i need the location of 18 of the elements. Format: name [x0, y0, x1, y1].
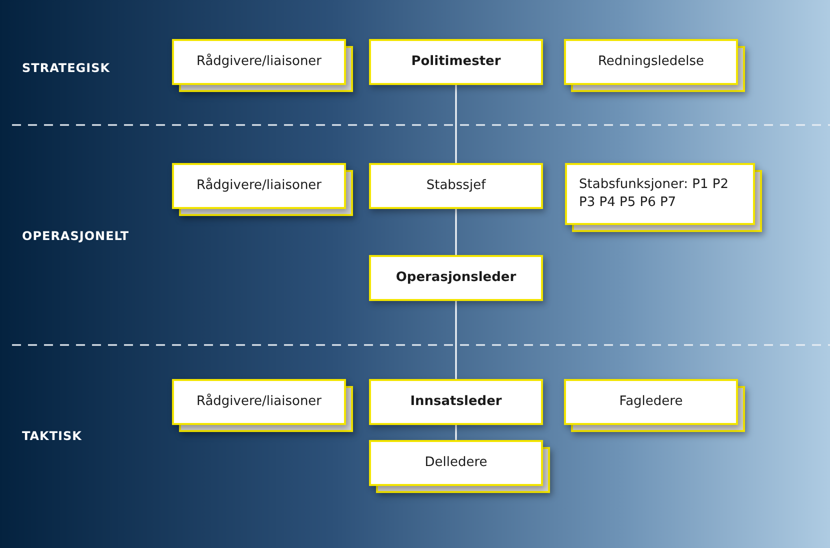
- role-box: Redningsledelse: [564, 39, 738, 85]
- role-box: Delledere: [369, 440, 543, 486]
- role-box: Politimester: [369, 39, 543, 85]
- role-box: Rådgivere/liaisoner: [172, 163, 346, 209]
- role-box: Operasjonsleder: [369, 255, 543, 301]
- role-box: Fagledere: [564, 379, 738, 425]
- connector-line: [455, 85, 457, 163]
- role-box: Innsatsleder: [369, 379, 543, 425]
- connector-line: [455, 301, 457, 379]
- role-box: Stabsfunksjoner: P1 P2 P3 P4 P5 P6 P7: [565, 163, 755, 225]
- connector-line: [455, 425, 457, 440]
- role-box: Rådgivere/liaisoner: [172, 379, 346, 425]
- role-box: Rådgivere/liaisoner: [172, 39, 346, 85]
- tier-label: STRATEGISK: [22, 61, 110, 75]
- tier-label: TAKTISK: [22, 429, 82, 443]
- role-box: Stabssjef: [369, 163, 543, 209]
- connector-line: [455, 209, 457, 255]
- tier-label: OPERASJONELT: [22, 229, 130, 243]
